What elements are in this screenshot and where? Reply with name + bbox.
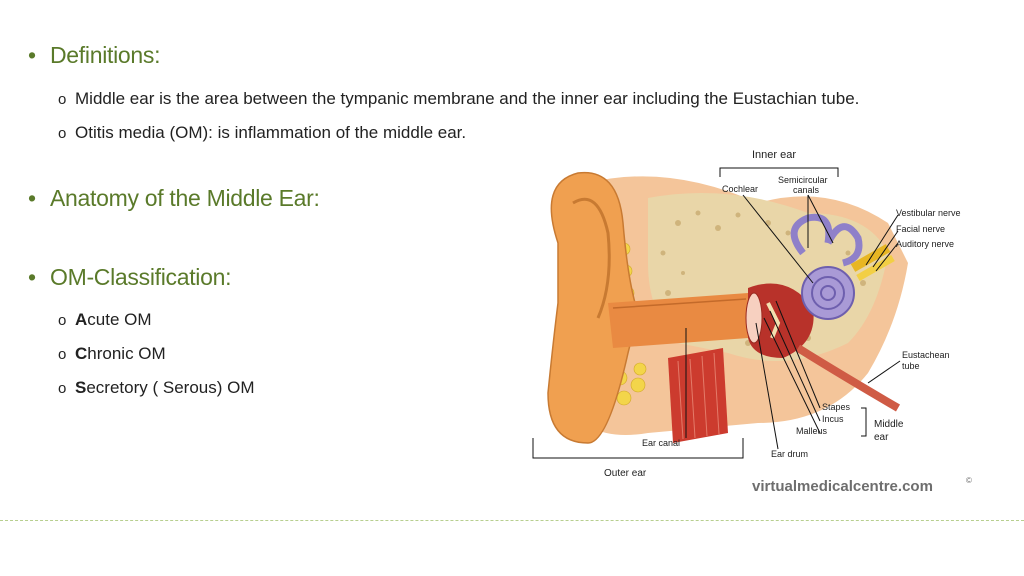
label-incus: Incus bbox=[822, 414, 844, 424]
label-inner-ear: Inner ear bbox=[752, 149, 796, 161]
bullet-icon: • bbox=[28, 42, 36, 68]
classification-heading: •OM-Classification: bbox=[28, 264, 232, 290]
label-eustachean: Eustachean bbox=[902, 350, 950, 360]
definitions-heading: •Definitions: bbox=[28, 42, 161, 68]
circle-bullet-icon: o bbox=[58, 346, 67, 363]
middle-ear-cavity bbox=[748, 283, 814, 358]
label-auditory-nerve: Auditory nerve bbox=[896, 239, 954, 249]
eustachian-tube bbox=[795, 344, 901, 412]
circle-bullet-icon: o bbox=[58, 380, 67, 397]
ear-anatomy-diagram: Inner ear Semicircular canals Cochlear V… bbox=[532, 149, 972, 495]
label-ear-drum: Ear drum bbox=[771, 449, 808, 459]
label-tube: tube bbox=[902, 361, 920, 371]
label-ear-canal: Ear canal bbox=[642, 438, 680, 448]
bullet-icon: • bbox=[28, 185, 36, 211]
muscle-tissue bbox=[668, 348, 728, 443]
ear-drum bbox=[745, 292, 763, 344]
copyright-icon: © bbox=[966, 476, 972, 485]
circle-bullet-icon: o bbox=[58, 91, 67, 108]
label-semicircular: Semicircular bbox=[778, 175, 828, 185]
label-canals: canals bbox=[793, 185, 820, 195]
cochlea bbox=[801, 266, 855, 320]
leader-lines bbox=[532, 167, 901, 459]
ossicles bbox=[766, 302, 781, 339]
pinna-fold bbox=[572, 197, 611, 319]
label-facial-nerve: Facial nerve bbox=[896, 224, 945, 234]
label-vestibular-nerve: Vestibular nerve bbox=[896, 208, 961, 218]
label-outer-ear: Outer ear bbox=[604, 468, 647, 479]
watermark-logo: virtualmedicalcentre.com bbox=[752, 478, 933, 495]
circle-bullet-icon: o bbox=[58, 312, 67, 329]
muscle-striations bbox=[677, 352, 720, 440]
bullet-icon: • bbox=[28, 264, 36, 290]
label-ear: ear bbox=[874, 432, 889, 443]
ear-canal bbox=[608, 293, 756, 348]
label-stapes: Stapes bbox=[822, 402, 851, 412]
label-malleus: Malleus bbox=[796, 426, 828, 436]
footer-divider bbox=[0, 520, 1024, 521]
circle-bullet-icon: o bbox=[58, 125, 67, 142]
anatomy-heading: •Anatomy of the Middle Ear: bbox=[28, 185, 320, 211]
pinna bbox=[547, 171, 639, 444]
label-cochlear: Cochlear bbox=[722, 184, 758, 194]
label-middle: Middle bbox=[874, 419, 904, 430]
